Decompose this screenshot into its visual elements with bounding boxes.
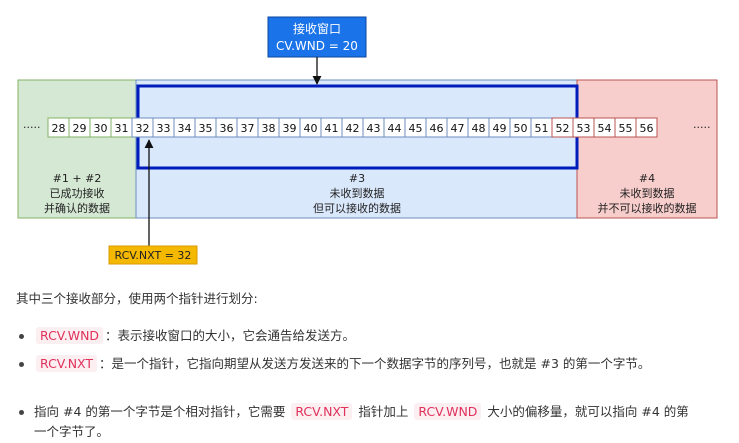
bullet1-text: ：表示接收窗口的大小，它会通告给发送方。 xyxy=(105,328,356,343)
seq-cell-43: 43 xyxy=(362,117,385,138)
list-item: RCV.WND：表示接收窗口的大小，它会通告给发送方。 xyxy=(19,326,694,346)
seq-cell-55: 55 xyxy=(614,117,637,138)
rcv-wnd-code: RCV.WND xyxy=(36,327,104,344)
region-beyond-bg xyxy=(576,79,718,219)
seq-cell-48: 48 xyxy=(467,117,490,138)
seq-cell-53: 53 xyxy=(572,117,595,138)
seq-cell-45: 45 xyxy=(404,117,427,138)
svg-text:已成功接收: 已成功接收 xyxy=(50,186,105,200)
svg-text:未收到数据: 未收到数据 xyxy=(620,186,675,200)
seq-cell-label: 38 xyxy=(262,122,276,135)
rcv-wnd-code: RCV.WND xyxy=(414,403,482,420)
seq-cell-46: 46 xyxy=(425,117,448,138)
seq-cell-49: 49 xyxy=(488,117,511,138)
seq-cell-38: 38 xyxy=(257,117,280,138)
svg-text:#4: #4 xyxy=(639,172,655,185)
seq-cell-36: 36 xyxy=(215,117,238,138)
seq-cell-52: 52 xyxy=(551,117,574,138)
bullet2-text: ：是一个指针，它指向期望从发送方发送来的下一个数据字节的序列号，也就是 #3 的… xyxy=(99,356,651,371)
rcv-nxt-pointer: RCV.NXT = 32 xyxy=(108,139,198,265)
region-received-caption: #1 + #2 已成功接收 并确认的数据 xyxy=(44,172,110,215)
list-item: RCV.NXT：是一个指针，它指向期望从发送方发送来的下一个数据字节的序列号，也… xyxy=(19,354,694,374)
intro-paragraph: 其中三个接收部分，使用两个指针进行划分: xyxy=(16,291,258,306)
seq-cell-label: 32 xyxy=(136,122,150,135)
sequence-cells: 28 29 30 31 32 33 34 35 36 37 38 39 40 41 42 43 44 45 46 47… xyxy=(47,117,658,138)
svg-text:并不可以接收的数据: 并不可以接收的数据 xyxy=(598,201,697,215)
receive-window-callout: 接收窗口 CV.WND = 20 xyxy=(267,16,367,85)
seq-cell-54: 54 xyxy=(593,117,616,138)
seq-cell-37: 37 xyxy=(236,117,259,138)
seq-cell-28: 28 xyxy=(47,117,70,138)
rcv-nxt-code: RCV.NXT xyxy=(291,403,353,420)
bullet3-text-a: 指向 #4 的第一个字节是个相对指针，它需要 xyxy=(34,404,286,419)
region-beyond-caption: #4 未收到数据 并不可以接收的数据 xyxy=(598,172,697,215)
seq-cell-label: 37 xyxy=(241,122,255,135)
svg-text:RCV.NXT = 32: RCV.NXT = 32 xyxy=(115,249,192,262)
ellipsis-right: ····· xyxy=(693,121,710,134)
seq-cell-label: 30 xyxy=(94,122,108,135)
seq-cell-label: 31 xyxy=(115,122,129,135)
seq-cell-label: 39 xyxy=(283,122,297,135)
svg-text:#3: #3 xyxy=(349,172,365,185)
region-window-caption: #3 未收到数据 但可以接收的数据 xyxy=(313,172,401,215)
region-received-bg xyxy=(17,79,137,219)
seq-cell-label: 28 xyxy=(52,122,66,135)
seq-cell-31: 31 xyxy=(110,117,133,138)
seq-cell-label: 41 xyxy=(325,122,339,135)
seq-cell-label: 56 xyxy=(640,122,654,135)
bullet3-text-c: 大小的偏移量，就可以指向 #4 的第一个字节了。 xyxy=(34,404,689,439)
seq-cell-39: 39 xyxy=(278,117,301,138)
seq-cell-56: 56 xyxy=(635,117,658,138)
svg-text:未收到数据: 未收到数据 xyxy=(330,186,385,200)
seq-cell-35: 35 xyxy=(194,117,217,138)
svg-text:并确认的数据: 并确认的数据 xyxy=(44,201,110,215)
seq-cell-label: 53 xyxy=(577,122,591,135)
seq-cell-29: 29 xyxy=(68,117,91,138)
svg-text:CV.WND = 20: CV.WND = 20 xyxy=(276,39,358,53)
seq-cell-label: 40 xyxy=(304,122,318,135)
seq-cell-label: 48 xyxy=(472,122,486,135)
seq-cell-44: 44 xyxy=(383,117,406,138)
list-item: 指向 #4 的第一个字节是个相对指针，它需要 RCV.NXT 指针加上 RCV.… xyxy=(19,402,694,442)
seq-cell-label: 45 xyxy=(409,122,423,135)
seq-cell-47: 47 xyxy=(446,117,469,138)
seq-cell-label: 42 xyxy=(346,122,360,135)
seq-cell-40: 40 xyxy=(299,117,322,138)
seq-cell-label: 44 xyxy=(388,122,402,135)
seq-cell-label: 43 xyxy=(367,122,381,135)
svg-text:接收窗口: 接收窗口 xyxy=(293,21,341,36)
seq-cell-label: 49 xyxy=(493,122,507,135)
bullet3-text-b: 指针加上 xyxy=(358,404,409,419)
ellipsis-left: ····· xyxy=(23,121,40,134)
seq-cell-32: 32 xyxy=(131,117,154,138)
seq-cell-label: 47 xyxy=(451,122,465,135)
seq-cell-label: 52 xyxy=(556,122,570,135)
rcv-nxt-code: RCV.NXT xyxy=(36,355,98,372)
seq-cell-label: 35 xyxy=(199,122,213,135)
seq-cell-label: 29 xyxy=(73,122,87,135)
seq-cell-42: 42 xyxy=(341,117,364,138)
seq-cell-label: 46 xyxy=(430,122,444,135)
seq-cell-label: 33 xyxy=(157,122,171,135)
svg-text:但可以接收的数据: 但可以接收的数据 xyxy=(313,201,401,215)
seq-cell-label: 51 xyxy=(535,122,549,135)
seq-cell-51: 51 xyxy=(530,117,553,138)
seq-cell-label: 34 xyxy=(178,122,192,135)
seq-cell-50: 50 xyxy=(509,117,532,138)
region-window-bg xyxy=(135,79,578,219)
svg-text:#1 + #2: #1 + #2 xyxy=(53,172,102,185)
seq-cell-label: 54 xyxy=(598,122,612,135)
seq-cell-33: 33 xyxy=(152,117,175,138)
seq-cell-label: 36 xyxy=(220,122,234,135)
seq-cell-41: 41 xyxy=(320,117,343,138)
seq-cell-30: 30 xyxy=(89,117,112,138)
seq-cell-34: 34 xyxy=(173,117,196,138)
receive-window-diagram: ····· ····· 28 29 30 31 32 33 34 35 36 37 38 39 40 41… xyxy=(17,16,718,265)
seq-cell-label: 55 xyxy=(619,122,633,135)
seq-cell-label: 50 xyxy=(514,122,528,135)
